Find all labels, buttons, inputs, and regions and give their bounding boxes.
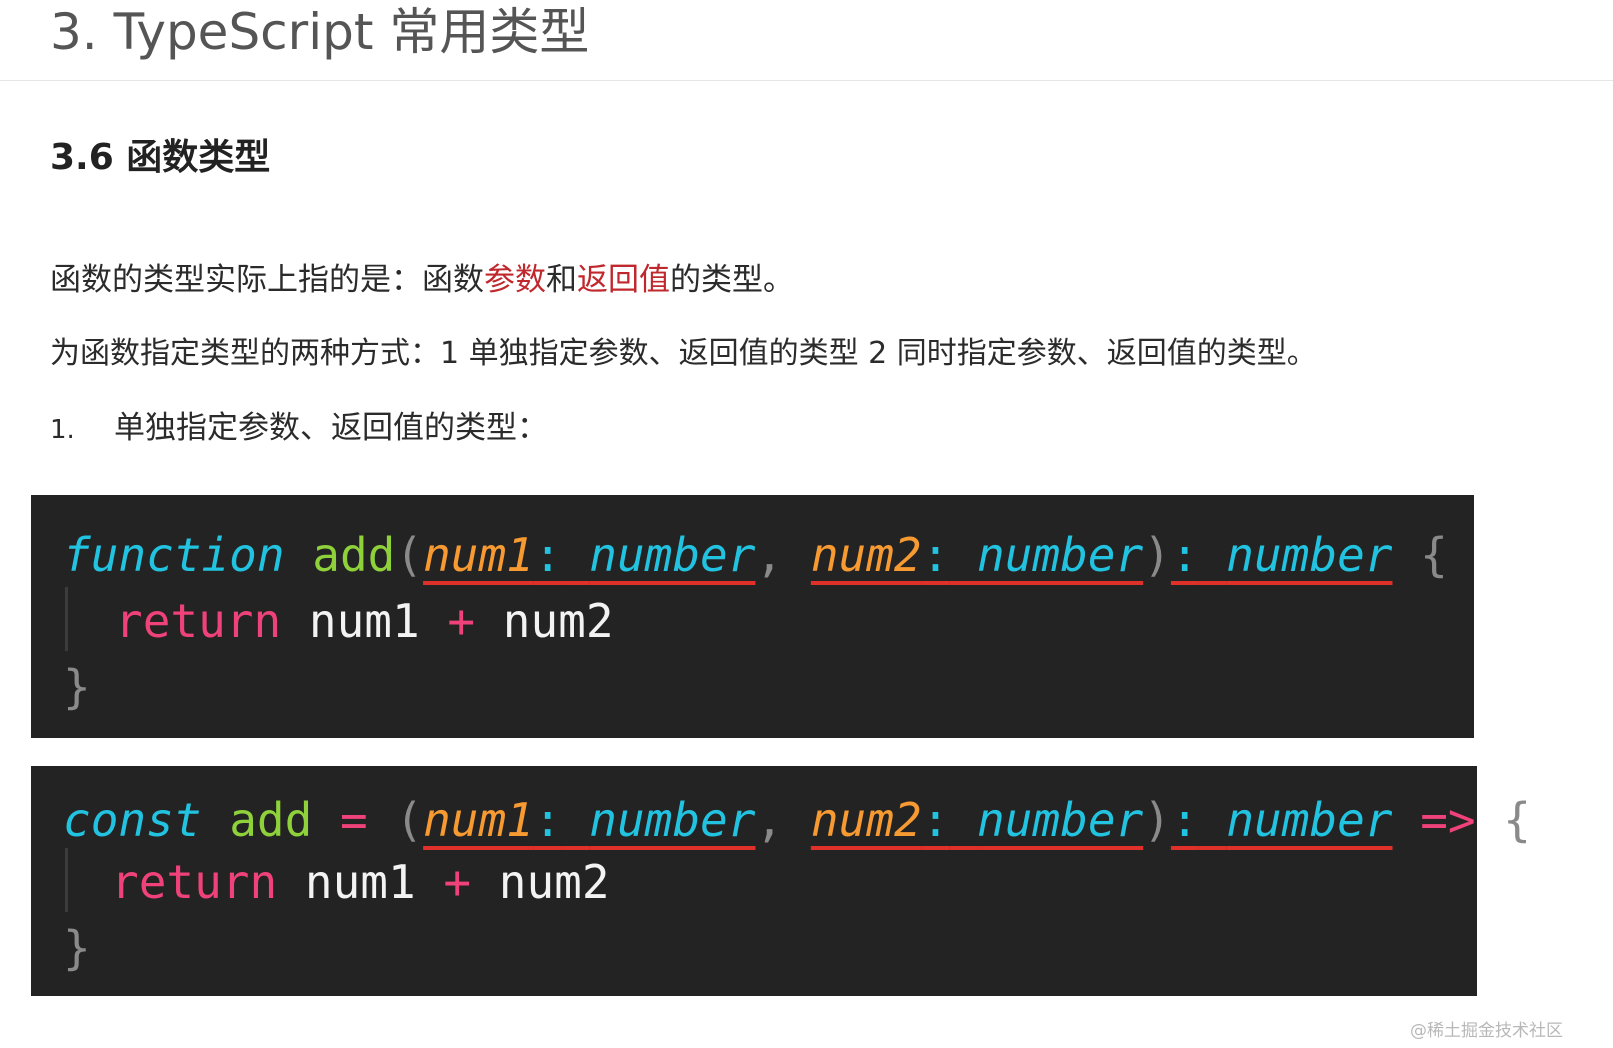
comma: , [755, 793, 784, 847]
keyword-return: return [111, 855, 278, 909]
code-block-function-declaration: function add(num1: number, num2: number)… [31, 495, 1474, 738]
close-brace: } [63, 921, 91, 975]
close-paren: ) [1143, 528, 1171, 582]
open-brace: { [1503, 793, 1531, 847]
code-block-arrow-function: const add = (num1: number, num2: number)… [31, 766, 1531, 996]
watermark: @稀土掘金技术社区 [1410, 1021, 1563, 1041]
close-brace: } [63, 660, 91, 714]
open-paren: ( [395, 793, 424, 847]
code-line: return num1 + num2 [111, 852, 610, 912]
list-item-number: 1. [50, 415, 75, 445]
paragraph-function-type-definition: 函数的类型实际上指的是：函数参数和返回值的类型。 [50, 258, 794, 302]
comma: , [755, 528, 784, 582]
indent-guide [65, 587, 68, 651]
type-name: number [977, 528, 1144, 582]
paragraph-prefix: 函数的类型实际上指的是：函数 [50, 262, 484, 298]
arrow-operator: => [1420, 793, 1476, 847]
type-colon: : [533, 528, 562, 582]
code-line: const add = (num1: number, num2: number)… [63, 790, 1531, 850]
param-annotation-num1: num1: number [423, 793, 755, 847]
close-paren: ) [1143, 793, 1171, 847]
page-header: 3. TypeScript 常用类型 [0, 0, 1613, 81]
open-brace: { [1420, 528, 1448, 582]
return-type-name: number [1226, 528, 1393, 582]
type-name: number [977, 793, 1144, 847]
param-annotation-num1: num1: number [423, 528, 755, 582]
code-line: } [63, 657, 91, 717]
code-line: function add(num1: number, num2: number)… [63, 525, 1448, 585]
section-title: 3.6 函数类型 [50, 137, 271, 178]
page-title: 3. TypeScript 常用类型 [50, 3, 590, 61]
identifier: num2 [502, 594, 614, 648]
highlight-parameters: 参数 [484, 262, 546, 298]
return-type-annotation: : number [1171, 793, 1393, 847]
plus-operator: + [443, 855, 472, 909]
paragraph-and: 和 [546, 262, 577, 298]
type-colon: : [1170, 528, 1199, 582]
keyword-return: return [115, 594, 282, 648]
code-line: } [63, 918, 91, 978]
function-name: add [312, 528, 396, 582]
keyword-const: const [63, 793, 202, 847]
list-item: 1. 单独指定参数、返回值的类型： [50, 406, 548, 452]
code-line: return num1 + num2 [115, 591, 614, 651]
identifier: num1 [304, 855, 416, 909]
return-type-annotation: : number [1171, 528, 1393, 582]
highlight-return-value: 返回值 [577, 262, 670, 298]
paragraph-suffix: 的类型。 [670, 262, 794, 298]
param-name: num2 [810, 793, 922, 847]
keyword-function: function [63, 528, 285, 582]
indent-guide [65, 848, 68, 912]
variable-name: add [229, 793, 313, 847]
param-name: num2 [810, 528, 922, 582]
paragraph-two-ways: 为函数指定类型的两种方式：1 单独指定参数、返回值的类型 2 同时指定参数、返回… [50, 336, 1317, 371]
list-item-text: 单独指定参数、返回值的类型： [114, 410, 548, 446]
type-colon: : [921, 528, 950, 582]
return-type-name: number [1226, 793, 1393, 847]
param-name: num1 [423, 793, 534, 847]
param-annotation-num2: num2: number [811, 793, 1143, 847]
open-paren: ( [395, 528, 424, 582]
plus-operator: + [447, 594, 476, 648]
equals-operator: = [339, 793, 368, 847]
param-annotation-num2: num2: number [811, 528, 1143, 582]
type-colon: : [1170, 793, 1199, 847]
identifier: num2 [498, 855, 610, 909]
type-colon: : [921, 793, 950, 847]
param-name: num1 [423, 528, 534, 582]
type-colon: : [533, 793, 562, 847]
type-name: number [589, 793, 756, 847]
type-name: number [589, 528, 756, 582]
identifier: num1 [308, 594, 420, 648]
